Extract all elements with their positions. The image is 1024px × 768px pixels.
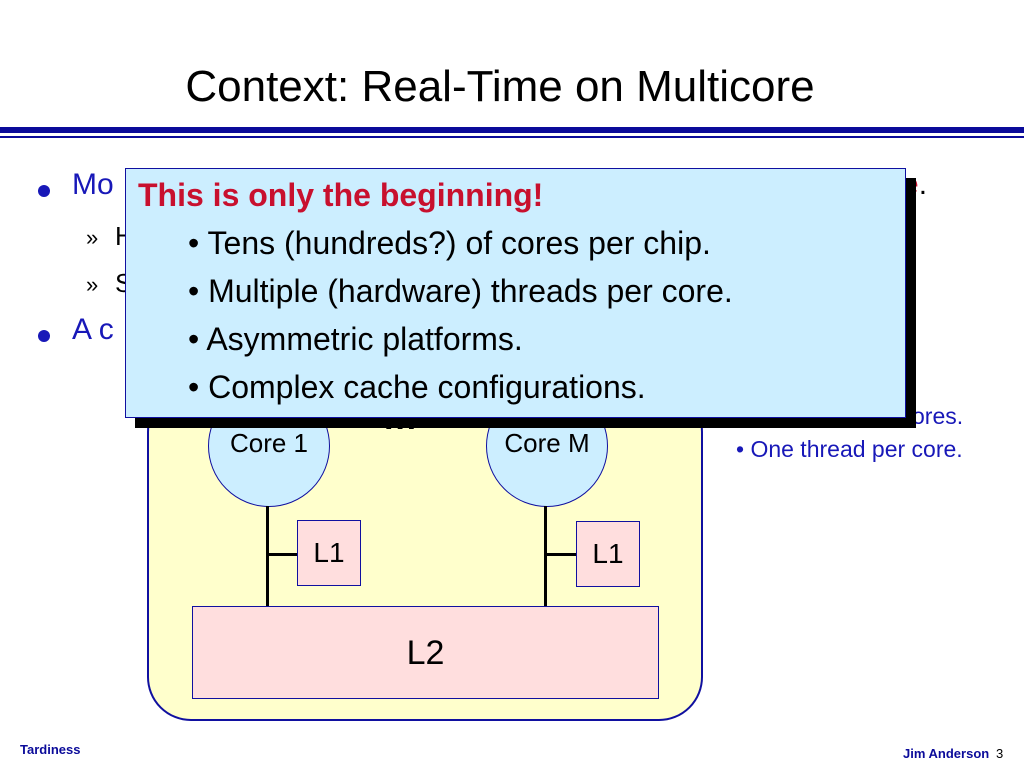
core-1-bus-line bbox=[266, 506, 269, 606]
callout-item: • Asymmetric platforms. bbox=[188, 321, 523, 357]
core-1-label: Core 1 bbox=[229, 428, 309, 458]
l2-cache: L2 bbox=[192, 606, 659, 699]
side-note-threads: • One thread per core. bbox=[736, 436, 963, 462]
title-rule bbox=[0, 127, 1024, 133]
l1-cache-core-m: L1 bbox=[576, 521, 640, 587]
core-m-l1-link bbox=[544, 553, 576, 556]
core-1-l1-link bbox=[266, 553, 298, 556]
callout-box: This is only the beginning! • Tens (hund… bbox=[125, 168, 906, 418]
bullet-dot-icon bbox=[38, 185, 50, 197]
core-m-bus-line bbox=[544, 506, 547, 606]
slide-title: Context: Real-Time on Multicore bbox=[185, 62, 815, 111]
callout-item: • Complex cache configurations. bbox=[188, 369, 646, 405]
title-rule-thin bbox=[0, 136, 1024, 138]
bullet-2-prefix: A c bbox=[72, 313, 114, 346]
callout-item: • Multiple (hardware) threads per core. bbox=[188, 273, 733, 309]
footer-author: Jim Anderson bbox=[903, 746, 990, 761]
subbullet-marker-1: » bbox=[86, 225, 99, 250]
bullet-1-prefix: Mo bbox=[72, 168, 114, 201]
subbullet-marker-2: » bbox=[86, 272, 99, 297]
core-m-label: Core M bbox=[504, 428, 590, 458]
bullet-1-period: . bbox=[918, 168, 928, 201]
l1-cache-core-1: L1 bbox=[297, 520, 361, 586]
side-note-cores: ores. bbox=[912, 403, 964, 429]
callout-heading: This is only the beginning! bbox=[138, 177, 544, 213]
footer-section: Tardiness bbox=[20, 742, 81, 757]
bullet-dot-icon bbox=[38, 330, 50, 342]
page-number: 3 bbox=[996, 746, 1004, 761]
callout-item: • Tens (hundreds?) of cores per chip. bbox=[188, 225, 711, 261]
